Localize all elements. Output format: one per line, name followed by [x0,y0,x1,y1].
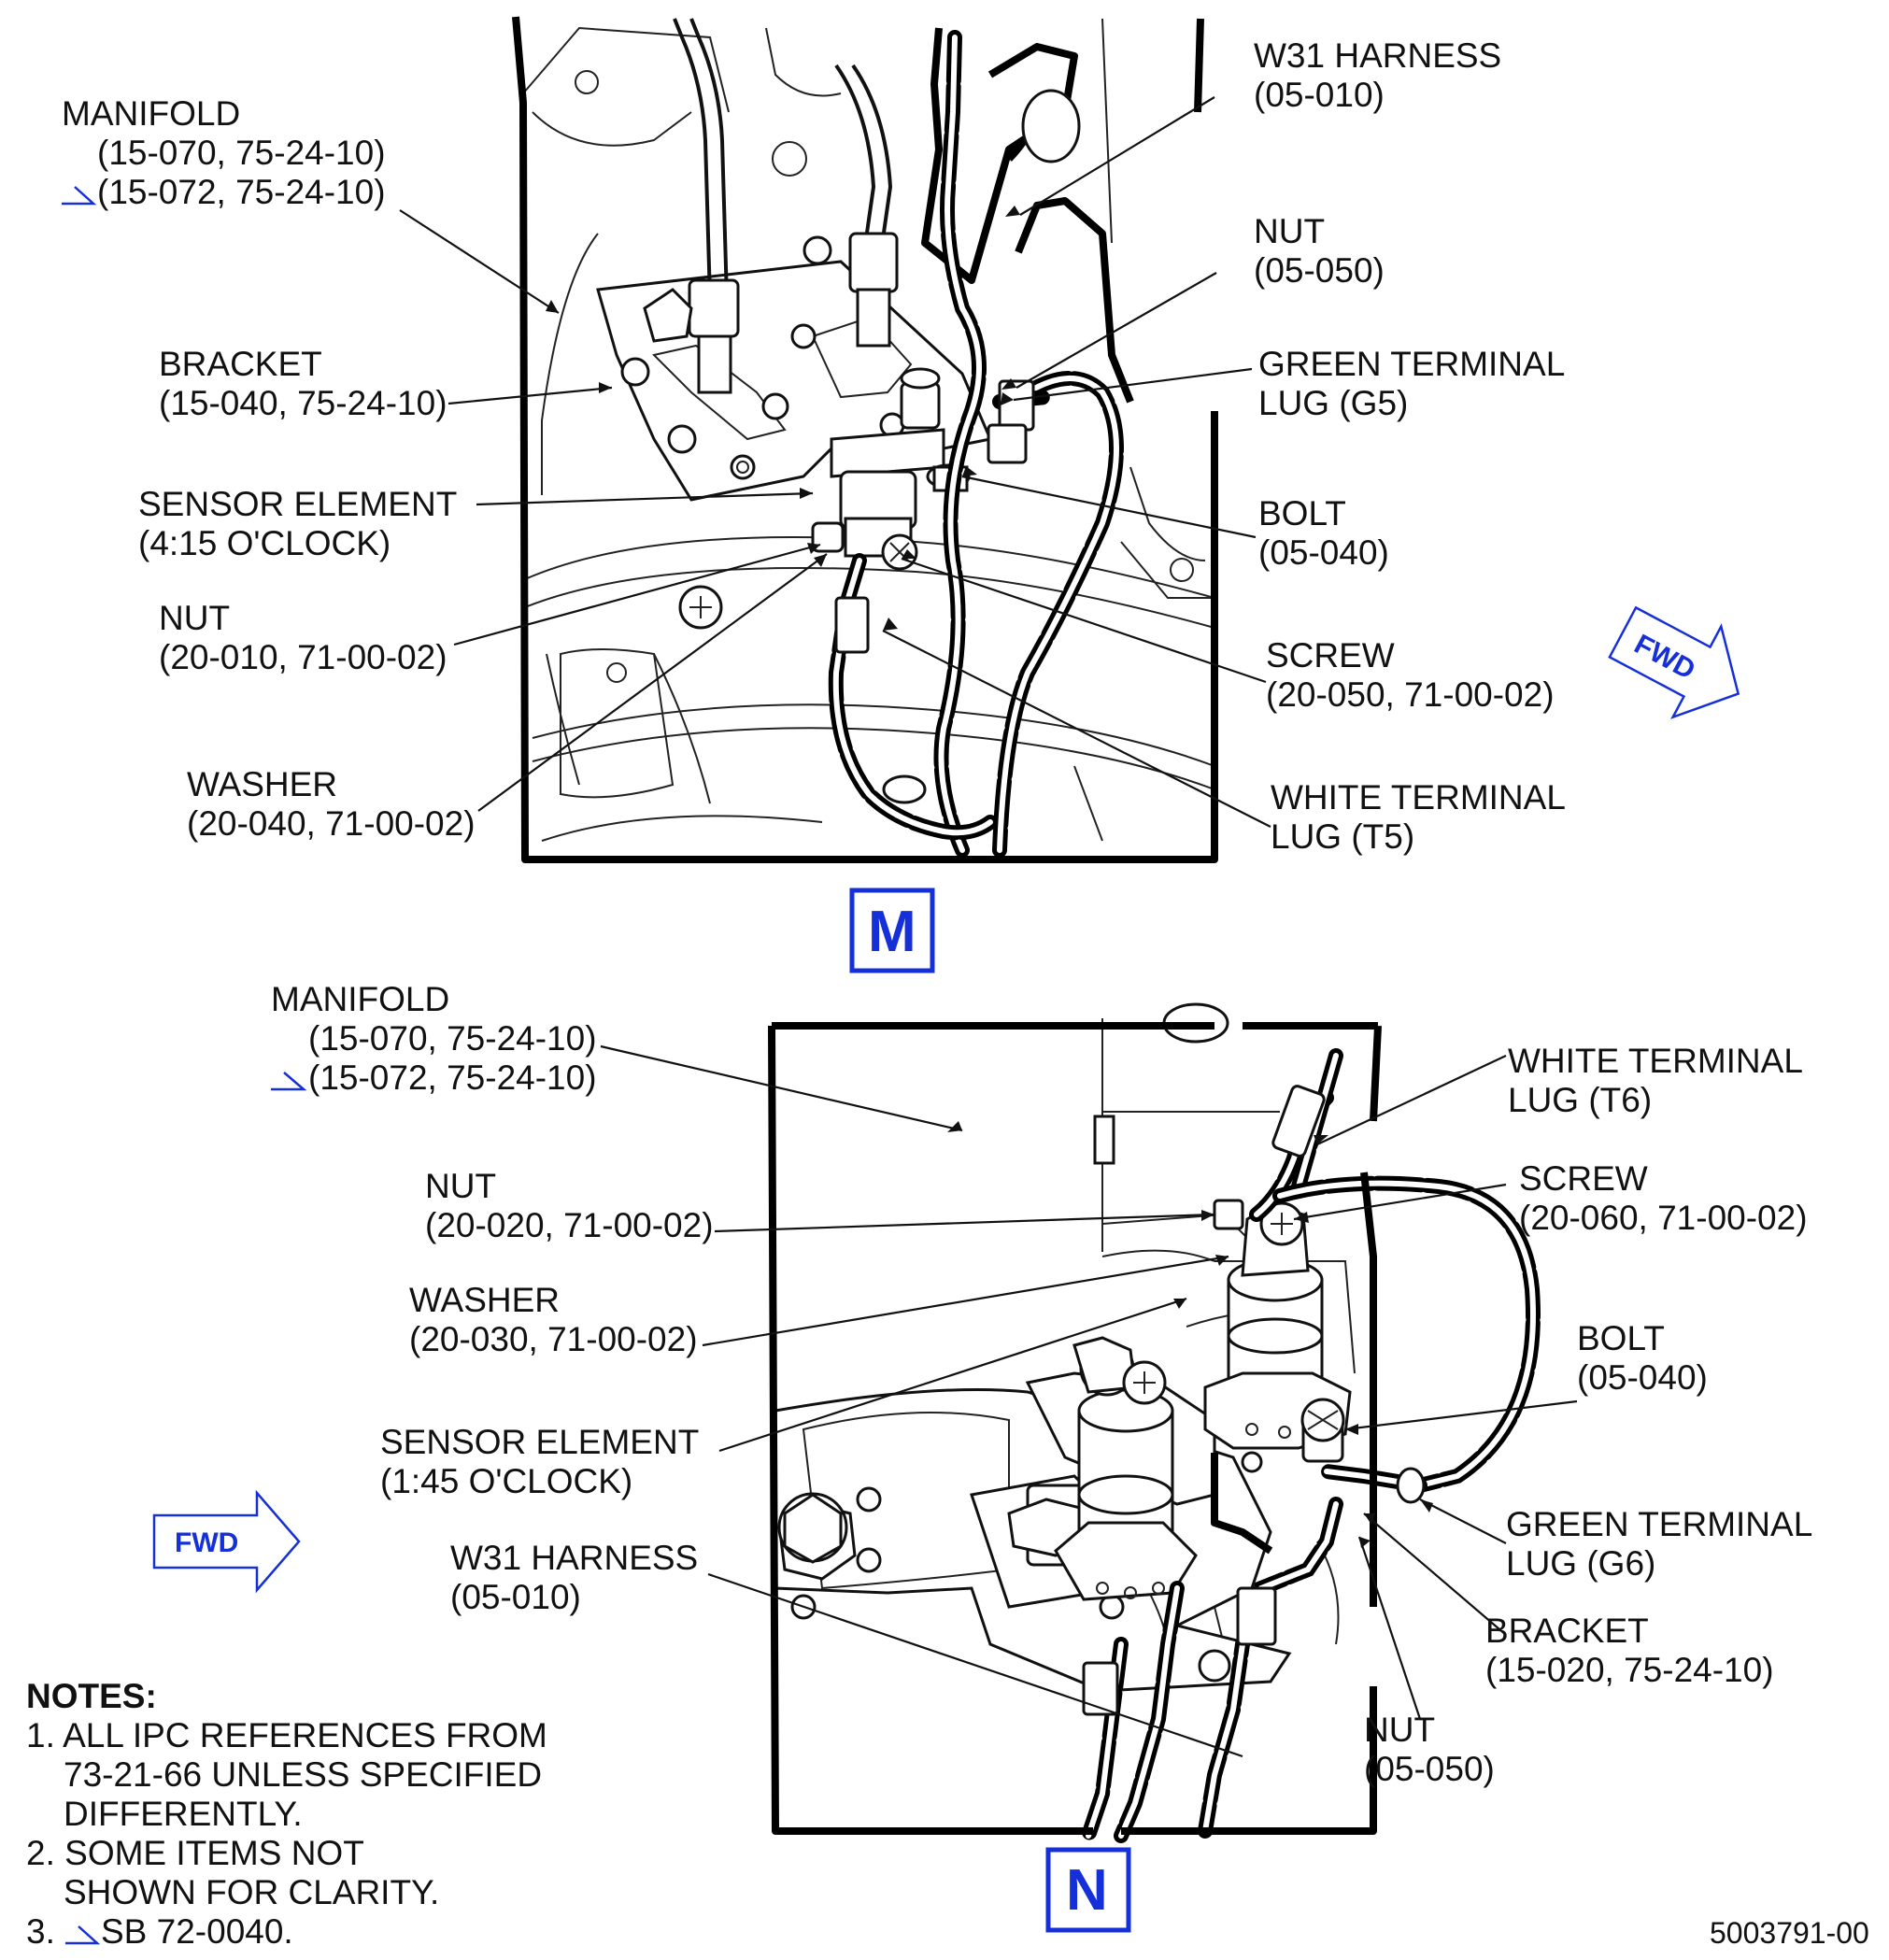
view-m-bracket-label: BRACKET(15-040, 75-24-10) [159,345,447,422]
view-n-sensor-label: SENSOR ELEMENT(1:45 O'CLOCK) [380,1423,699,1500]
notes-heading: NOTES: [26,1677,157,1715]
view-m-nut-left-label: NUT(20-010, 71-00-02) [159,599,447,676]
view-n-manifold-bolt [777,1492,848,1564]
view-n-sb-flag-icon [271,1072,307,1091]
view-n-frame [768,1022,1382,1835]
svg-text:N: N [1066,1858,1108,1923]
view-n-bolt-label: BOLT(05-040) [1577,1319,1708,1397]
view-m-w31-harness [828,27,1134,858]
view-n-w31-harness-label: W31 HARNESS(05-010) [450,1539,698,1616]
view-n-manifold-label: MANIFOLD(15-070, 75-24-10)(15-072, 75-24… [271,980,597,1097]
note-3: 3.SB 72-0040. [26,1912,293,1951]
view-m-housing-screw [678,585,723,630]
view-m-manifold-label: MANIFOLD(15-070, 75-24-10)(15-072, 75-24… [62,94,386,211]
view-n-leaders [600,1044,1578,1758]
view-n-nut-left-label: NUT(20-020, 71-00-02) [425,1167,714,1244]
view-n-callout: N [1045,1847,1131,1933]
view-m-washer-label: WASHER(20-040, 71-00-02) [187,765,476,843]
view-m-leaders [399,96,1271,828]
view-m-drawing [512,16,1218,863]
view-m-callout: M [849,888,935,973]
view-n-fwd-arrow: FWD [152,1489,301,1594]
view-n-drawing [768,1002,1541,1843]
svg-text:M: M [868,900,916,964]
view-m-bolt-label: BOLT(05-040) [1258,494,1389,572]
view-n-w31-harness [1081,1048,1541,1843]
view-m-w31-harness-label: W31 HARNESS(05-010) [1254,36,1501,114]
view-m-sensor-element [811,428,971,571]
view-m-nut-top-label: NUT(05-050) [1254,212,1385,290]
figure-number: 5003791-00 [1710,1916,1869,1950]
note-3-sb-flag-icon [65,1925,101,1945]
view-m-sensor-label: SENSOR ELEMENT(4:15 O'CLOCK) [138,485,457,562]
view-m-screw-label: SCREW(20-050, 71-00-02) [1266,636,1555,714]
view-m-sb-flag-icon [62,186,97,206]
view-n-washer-label: WASHER(20-030, 71-00-02) [409,1281,698,1358]
svg-text:FWD: FWD [175,1527,238,1558]
view-m-housing [522,18,1215,842]
view-n-bolt [1300,1398,1345,1463]
view-m-fwd-arrow: FWD [1608,605,1740,719]
view-n-sensor-element [1203,1199,1352,1473]
view-m-tubes [643,18,941,430]
view-n-screw-label: SCREW(20-060, 71-00-02) [1519,1159,1808,1237]
view-n-lower-fitting [1007,1336,1198,1601]
view-m-frame [512,16,1218,863]
view-n-bracket-label: BRACKET(15-020, 75-24-10) [1485,1612,1774,1689]
view-n-nut-bottom-label: NUT(05-050) [1364,1711,1495,1788]
